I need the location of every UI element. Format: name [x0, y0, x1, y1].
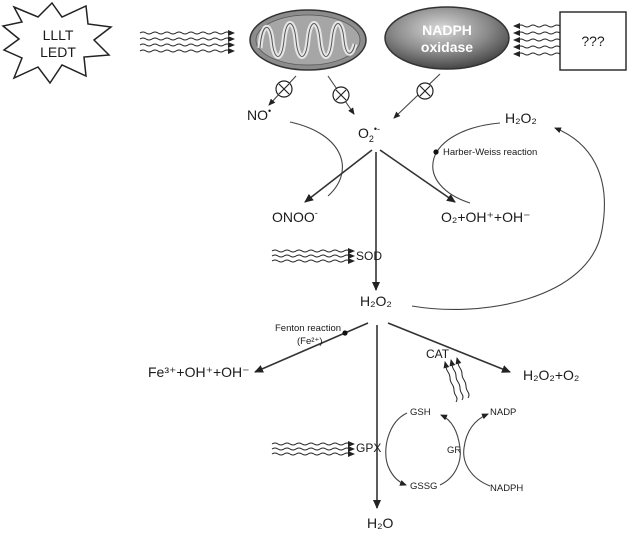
nadph-label: NADPH	[490, 483, 523, 494]
mitochondrion	[249, 9, 367, 71]
oxidase-label-line1: NADPH	[422, 22, 472, 38]
nadph-oxidase	[384, 6, 510, 70]
sod-wave-arrows	[271, 248, 355, 264]
gssg-label: GSSG	[410, 481, 437, 492]
stimulus-label-line1: LLLT	[43, 27, 74, 43]
gsh-label: GSH	[410, 407, 431, 418]
sod-label: SOD	[356, 249, 382, 263]
gpx-wave-arrows	[271, 441, 355, 457]
fenton-dot	[342, 330, 348, 336]
h2o2-top-label: H₂O₂	[505, 110, 537, 126]
cat-wave-arrows	[443, 357, 470, 403]
h2o2-o2-label: H₂O₂+O₂	[523, 367, 579, 383]
gpx-label: GPX	[356, 441, 381, 455]
unknown-box	[559, 11, 627, 71]
glutathione-cycle-arrows	[385, 412, 491, 487]
light-wave-arrows	[139, 30, 235, 54]
light-burst-shape	[1, 1, 113, 85]
fe-products-label: Fe³⁺+OH⁺+OH⁻	[148, 364, 250, 380]
harber-weiss-dot	[433, 149, 439, 155]
gr-label: GR	[447, 445, 461, 456]
unknown-label: ???	[581, 33, 605, 49]
stimulus-label-line2: LEDT	[40, 44, 76, 60]
fenton-label-line2: (Fe²⁺)	[297, 336, 323, 347]
nitric-oxide-label: NO•	[247, 106, 271, 123]
harber-weiss-curve	[432, 122, 501, 204]
fenton-label-line1: Fenton reaction	[275, 323, 341, 334]
no-curve	[289, 121, 343, 197]
oxidase-label-line2: oxidase	[421, 39, 473, 55]
inhibited-arrows	[268, 73, 441, 119]
superoxide-label: O2•-	[358, 124, 380, 144]
o2-products-label: O₂+OH⁺+OH⁻	[441, 209, 530, 225]
superoxide-arrows	[304, 149, 456, 291]
h2o2-center-label: H₂O₂	[360, 293, 392, 309]
harber-weiss-label: Harber-Weiss reaction	[443, 147, 537, 158]
water-label: H₂O	[367, 515, 394, 531]
nadp-label: NADP	[490, 407, 516, 418]
feedback-curve	[411, 127, 605, 310]
h2o2-arrows	[254, 322, 511, 509]
peroxynitrite-label: ONOO-	[272, 208, 318, 225]
cat-label: CAT	[426, 347, 450, 361]
unknown-wave-arrows	[513, 23, 561, 57]
